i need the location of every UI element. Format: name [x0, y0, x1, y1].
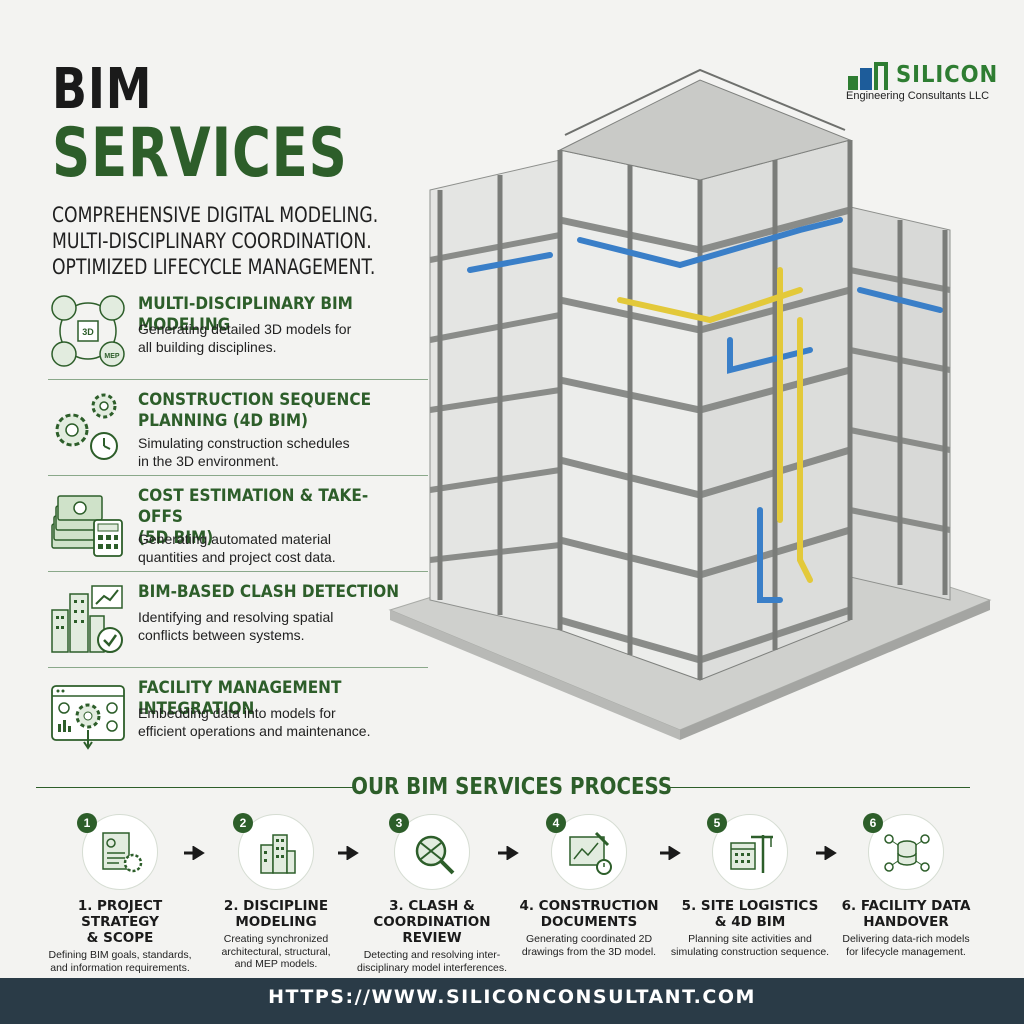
gears-clock-icon — [55, 393, 118, 460]
divider — [48, 667, 428, 668]
buildings-check-icon — [51, 585, 123, 653]
arrow-right-icon — [498, 846, 519, 860]
website-link[interactable]: HTTPS://WWW.SILICONCONSULTANT.COM — [268, 986, 756, 1008]
process-step: 2 2. DISCIPLINE MODELING Creating synchr… — [196, 813, 356, 971]
process-step: 4 4. CONSTRUCTION DOCUMENTS Generating c… — [509, 813, 669, 958]
step-description: Delivering data-rich models for lifecycl… — [842, 933, 970, 958]
step-title: 6. FACILITY DATA HANDOVER — [841, 898, 971, 930]
database-network-icon — [884, 834, 930, 872]
tagline-line: OPTIMIZED LIFECYCLE MANAGEMENT. — [52, 255, 376, 279]
service-title: CONSTRUCTION SEQUENCE PLANNING (4D BIM) — [138, 390, 372, 431]
service-description: Embedding data into models for efficient… — [138, 705, 371, 739]
step-title: 2. DISCIPLINE MODELING — [223, 898, 329, 930]
process-title-rule — [668, 787, 970, 788]
service-item: FACILITY MANAGEMENT INTEGRATION Embeddin… — [48, 668, 438, 764]
step-title: 3. CLASH & COORDINATION REVIEW — [373, 898, 491, 946]
step-icon-circle: 2 — [233, 813, 314, 890]
process-step: 6 6. FACILITY DATA HANDOVER Delivering d… — [826, 813, 986, 958]
step-title: 5. SITE LOGISTICS & 4D BIM — [681, 898, 819, 930]
money-calculator-icon — [51, 495, 123, 557]
process-step: 1 1. PROJECT STRATEGY & SCOPE Defining B… — [40, 813, 200, 974]
arrow-right-icon — [184, 846, 205, 860]
service-item: 3D MEP MULTI-DISCIPLINARY BIM MODELING G… — [48, 284, 438, 380]
process-title-text: OUR BIM SERVICES PROCESS — [351, 774, 673, 800]
step-title: 1. PROJECT STRATEGY & SCOPE — [77, 898, 163, 946]
divider — [48, 379, 428, 380]
step-title: 4. CONSTRUCTION DOCUMENTS — [519, 898, 659, 930]
logo-subtitle: Engineering Consultants LLC — [846, 90, 990, 102]
step-number: 3 — [389, 813, 409, 833]
tagline: COMPREHENSIVE DIGITAL MODELING. MULTI-DI… — [52, 202, 378, 280]
step-description: Generating coordinated 2D drawings from … — [521, 933, 657, 958]
process-title-rule — [36, 787, 354, 788]
service-item: COST ESTIMATION & TAKE-OFFS (5D BIM) Gen… — [48, 476, 438, 572]
process-step: 5 5. SITE LOGISTICS & 4D BIM Planning si… — [670, 813, 830, 958]
process-title: OUR BIM SERVICES PROCESS — [0, 774, 1024, 800]
model-3d-label: 3D — [82, 327, 94, 337]
step-icon-circle: 4 — [546, 813, 627, 890]
service-title: FACILITY MANAGEMENT INTEGRATION — [138, 678, 342, 719]
building-illustration-icon — [388, 68, 992, 740]
magnifier-clash-icon — [415, 835, 455, 875]
service-description: Generating detailed 3D models for all bu… — [138, 321, 352, 355]
building-model-icon — [260, 834, 296, 874]
blueprint-drawing-icon — [569, 831, 612, 875]
step-number: 5 — [707, 813, 727, 833]
logo-name: SILICON — [896, 62, 999, 88]
silicon-logo-icon — [848, 62, 888, 90]
strategy-document-icon — [102, 832, 143, 873]
arrow-right-icon — [816, 846, 837, 860]
service-description: Generating automated material quantities… — [138, 531, 336, 565]
step-number: 6 — [863, 813, 883, 833]
service-item: CONSTRUCTION SEQUENCE PLANNING (4D BIM) … — [48, 380, 438, 476]
step-description: Detecting and resolving inter- disciplin… — [357, 949, 507, 974]
service-title: BIM-BASED CLASH DETECTION — [138, 582, 400, 602]
step-icon-circle: 3 — [389, 813, 470, 890]
step-number: 2 — [233, 813, 253, 833]
service-item: BIM-BASED CLASH DETECTION Identifying an… — [48, 572, 438, 668]
arrow-right-icon — [660, 846, 681, 860]
service-title: MULTI-DISCIPLINARY BIM MODELING — [138, 294, 353, 335]
divider — [48, 571, 428, 572]
services-list: 3D MEP MULTI-DISCIPLINARY BIM MODELING G… — [48, 284, 438, 764]
page-title-line1: BIM — [52, 57, 153, 122]
dashboard-gear-icon — [51, 685, 125, 750]
service-title: COST ESTIMATION & TAKE-OFFS (5D BIM) — [138, 486, 369, 548]
step-icon-circle: 5 — [707, 813, 788, 890]
process-step: 3 3. CLASH & COORDINATION REVIEW Detecti… — [352, 813, 512, 974]
disciplines-icon: 3D MEP — [51, 295, 125, 367]
tagline-line: COMPREHENSIVE DIGITAL MODELING. — [52, 203, 379, 227]
divider — [48, 475, 428, 476]
calendar-crane-icon — [730, 835, 773, 873]
step-number: 1 — [77, 813, 97, 833]
step-description: Creating synchronized architectural, str… — [221, 933, 331, 970]
page-title-line2: SERVICES — [52, 114, 348, 193]
step-description: Planning site activities and simulating … — [670, 933, 830, 958]
step-icon-circle: 1 — [77, 813, 158, 890]
step-icon-circle: 6 — [863, 813, 944, 890]
step-description: Defining BIM goals, standards, and infor… — [48, 949, 192, 974]
step-number: 4 — [546, 813, 566, 833]
arrow-right-icon — [338, 846, 359, 860]
service-description: Identifying and resolving spatial confli… — [138, 609, 334, 643]
mep-label: MEP — [104, 353, 120, 360]
service-description: Simulating construction schedules in the… — [138, 435, 350, 469]
footer-url-bar: HTTPS://WWW.SILICONCONSULTANT.COM — [0, 978, 1024, 1024]
tagline-line: MULTI-DISCIPLINARY COORDINATION. — [52, 229, 372, 253]
